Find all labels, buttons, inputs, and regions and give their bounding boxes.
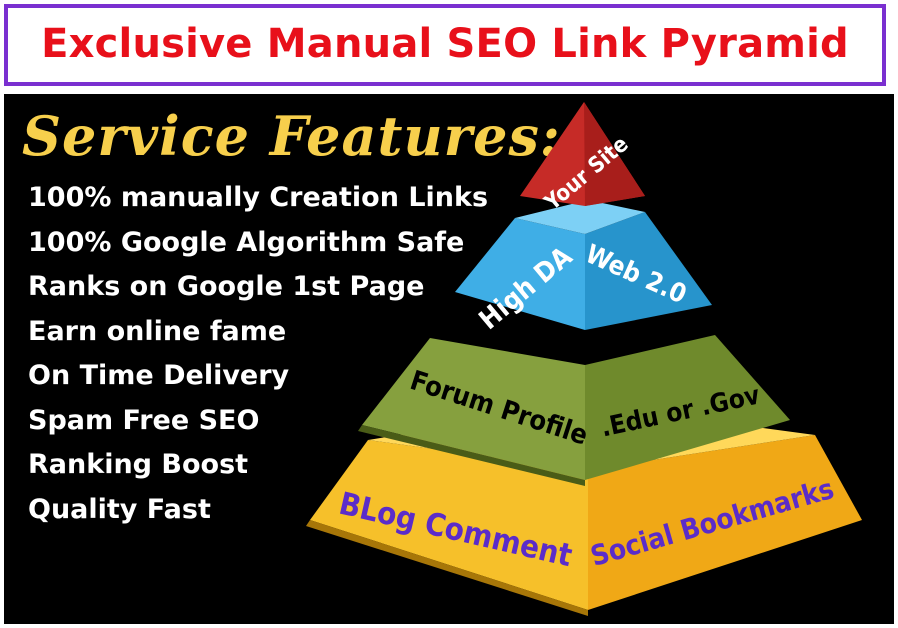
feature-item: On Time Delivery <box>28 360 290 391</box>
pyramid-tier-forum <box>358 335 790 486</box>
feature-item: Earn online fame <box>28 315 287 347</box>
feature-item: Ranking Boost <box>28 449 249 480</box>
feature-item: Ranks on Google 1st Page <box>28 271 425 302</box>
features-heading: Service Features: <box>22 104 561 168</box>
feature-item: Spam Free SEO <box>28 404 260 436</box>
pyramid-tier-top <box>520 102 645 206</box>
feature-item: Quality Fast <box>28 493 211 525</box>
feature-item: 100% Google Algorithm Safe <box>28 226 465 258</box>
feature-list: 100% manually Creation Links 100% Google… <box>28 176 488 532</box>
page-title: Exclusive Manual SEO Link Pyramid <box>41 21 849 67</box>
header-banner: Exclusive Manual SEO Link Pyramid <box>4 4 886 86</box>
pyramid-tier-bottom <box>306 425 862 616</box>
pyramid-tier-web2 <box>455 200 712 330</box>
feature-item: 100% manually Creation Links <box>28 182 489 213</box>
